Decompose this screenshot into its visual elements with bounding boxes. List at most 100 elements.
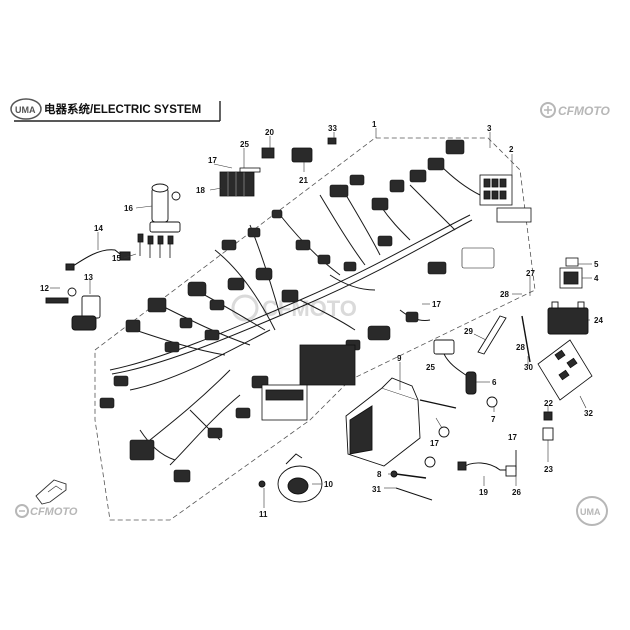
callout-26: 26	[512, 488, 521, 497]
connector	[147, 297, 167, 313]
callout-31: 31	[372, 485, 381, 494]
cfmoto-logo-top: CFMOTO	[540, 102, 610, 118]
connector	[405, 311, 419, 323]
connector	[227, 277, 245, 291]
callout-19: 19	[479, 488, 488, 497]
connectors	[99, 139, 495, 483]
cfmoto-logo-bottom-text: CFMOTO	[30, 506, 78, 518]
connector	[377, 235, 393, 247]
connector	[349, 174, 365, 186]
callout-3: 3	[487, 124, 492, 133]
brand-badge-text: UMA	[15, 105, 36, 115]
speed-sensor	[433, 339, 498, 408]
fuse-box	[479, 174, 532, 223]
connector	[427, 157, 445, 171]
connector	[164, 341, 180, 353]
oxygen-sensor	[457, 450, 517, 477]
callout-18: 18	[196, 186, 205, 195]
connector	[221, 239, 237, 251]
callout-28b: 28	[516, 343, 525, 352]
callout-21: 21	[299, 176, 308, 185]
callout-20: 20	[265, 128, 274, 137]
connector	[461, 247, 495, 269]
callout-6: 6	[492, 378, 497, 387]
connector	[173, 469, 191, 483]
callout-8: 8	[377, 470, 382, 479]
callout-10: 10	[324, 480, 333, 489]
connector	[209, 299, 225, 311]
callout-15: 15	[112, 254, 121, 263]
callout-7: 7	[491, 415, 496, 424]
connector	[317, 254, 331, 265]
uma-logo-bottom-right: UMA	[576, 496, 608, 526]
connector	[125, 319, 141, 333]
starter-relay	[45, 287, 101, 331]
callout-11: 11	[259, 510, 268, 519]
title-bar: UMA 电器系统/ELECTRIC SYSTEM	[10, 98, 221, 122]
relay-module	[261, 344, 356, 421]
ignition-coil	[149, 183, 181, 233]
connector	[343, 261, 357, 272]
connector	[247, 227, 261, 238]
small-sensor	[542, 411, 554, 441]
callout-2: 2	[509, 145, 514, 154]
callout-22: 22	[544, 399, 553, 408]
callout-32: 32	[584, 409, 593, 418]
callout-12: 12	[40, 284, 49, 293]
callout-24: 24	[594, 316, 603, 325]
fasteners	[258, 399, 457, 501]
callout-9: 9	[397, 354, 402, 363]
callout-17d: 17	[508, 433, 517, 442]
battery-strap	[477, 315, 531, 363]
connector	[427, 261, 447, 275]
connector	[179, 317, 193, 329]
horn	[277, 453, 323, 503]
page-title: 电器系统/ELECTRIC SYSTEM	[44, 102, 201, 116]
callout-1: 1	[372, 120, 377, 129]
battery	[547, 301, 589, 335]
callout-13: 13	[84, 273, 93, 282]
sensor-switches	[261, 137, 337, 163]
connector	[367, 325, 391, 341]
connector	[99, 397, 115, 409]
battery-label	[537, 339, 593, 401]
callout-numbers: 1 2 3 4 5 6 7 8 9 10 11 12 13 14 15 16 1…	[40, 120, 603, 519]
connector	[409, 169, 427, 183]
voltage-regulator	[219, 167, 261, 197]
callout-16: 16	[124, 204, 133, 213]
connector	[113, 375, 129, 387]
callout-5: 5	[594, 260, 599, 269]
connector	[389, 179, 405, 193]
callout-27: 27	[526, 269, 535, 278]
callout-28a: 28	[500, 290, 509, 299]
callout-4: 4	[594, 274, 599, 283]
flasher-relay	[559, 257, 583, 289]
callout-30: 30	[524, 363, 533, 372]
callout-23: 23	[544, 465, 553, 474]
connector	[295, 239, 311, 251]
cfmoto-logo-bottom-left: CFMOTO	[15, 479, 78, 518]
callout-25a: 25	[240, 140, 249, 149]
callout-29: 29	[464, 327, 473, 336]
callout-17b: 17	[208, 156, 217, 165]
cfmoto-logo-top-text: CFMOTO	[558, 104, 610, 118]
connector	[281, 289, 299, 303]
callout-17c: 17	[430, 439, 439, 448]
connector	[129, 439, 155, 461]
callout-17a: 17	[432, 300, 441, 309]
uma-badge-icon: UMA	[10, 98, 42, 120]
connector	[371, 197, 389, 211]
connector	[255, 267, 273, 281]
connector	[204, 329, 220, 341]
callout-25b: 25	[426, 363, 435, 372]
connector	[271, 209, 283, 219]
connector	[235, 407, 251, 419]
bolts-set	[137, 233, 174, 258]
connector	[329, 184, 349, 198]
callout-leaders	[50, 128, 592, 508]
connector	[207, 427, 223, 439]
callout-33: 33	[328, 124, 337, 133]
uma-logo-text: UMA	[580, 507, 601, 517]
ecu-unit	[345, 377, 421, 467]
